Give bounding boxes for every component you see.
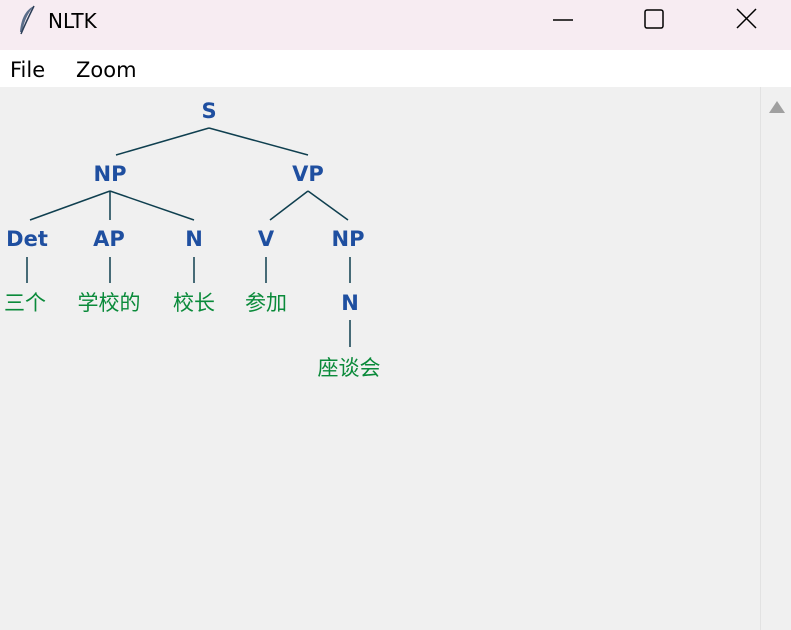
edge-np-det	[29, 190, 111, 221]
tree-canvas[interactable]: S NP VP Det AP N V NP N 三个 学校的 校长 参加 座谈会	[0, 87, 760, 630]
maximize-icon	[644, 9, 664, 29]
close-button[interactable]	[716, 0, 776, 40]
vertical-scrollbar[interactable]	[760, 87, 791, 630]
node-n-2[interactable]: N	[341, 291, 359, 315]
node-v[interactable]: V	[258, 227, 275, 251]
window-title: NLTK	[48, 9, 97, 33]
node-np-2[interactable]: NP	[332, 227, 365, 251]
edge-s-vp	[208, 127, 309, 156]
menu-bar: File Zoom	[0, 50, 791, 87]
node-n[interactable]: N	[185, 227, 203, 251]
tree-edges	[26, 127, 351, 347]
edge-s-np	[115, 127, 210, 156]
minimize-icon	[553, 19, 573, 21]
scroll-up-arrow-icon[interactable]	[769, 101, 785, 113]
menu-zoom[interactable]: Zoom	[76, 58, 137, 82]
edge-vp-np	[307, 190, 349, 221]
close-icon	[736, 8, 757, 29]
feather-icon	[20, 5, 35, 35]
title-bar[interactable]: NLTK	[0, 0, 791, 50]
parse-tree: S NP VP Det AP N V NP N 三个 学校的 校长 参加 座谈会	[4, 99, 381, 380]
node-s[interactable]: S	[201, 99, 216, 123]
leaf-word-det[interactable]: 三个	[4, 291, 46, 315]
minimize-button[interactable]	[533, 0, 593, 40]
leaf-word-n[interactable]: 校长	[173, 291, 215, 315]
node-det[interactable]: Det	[6, 227, 48, 251]
leaf-word-v[interactable]: 参加	[245, 291, 287, 315]
edge-vp-v	[269, 190, 309, 221]
maximize-button[interactable]	[624, 0, 684, 40]
edge-np-n	[109, 190, 195, 221]
menu-file[interactable]: File	[10, 58, 46, 82]
leaf-word-n-2[interactable]: 座谈会	[318, 356, 381, 380]
node-ap[interactable]: AP	[93, 227, 125, 251]
node-vp[interactable]: VP	[292, 162, 324, 186]
leaf-word-ap[interactable]: 学校的	[78, 291, 141, 315]
node-np[interactable]: NP	[94, 162, 127, 186]
